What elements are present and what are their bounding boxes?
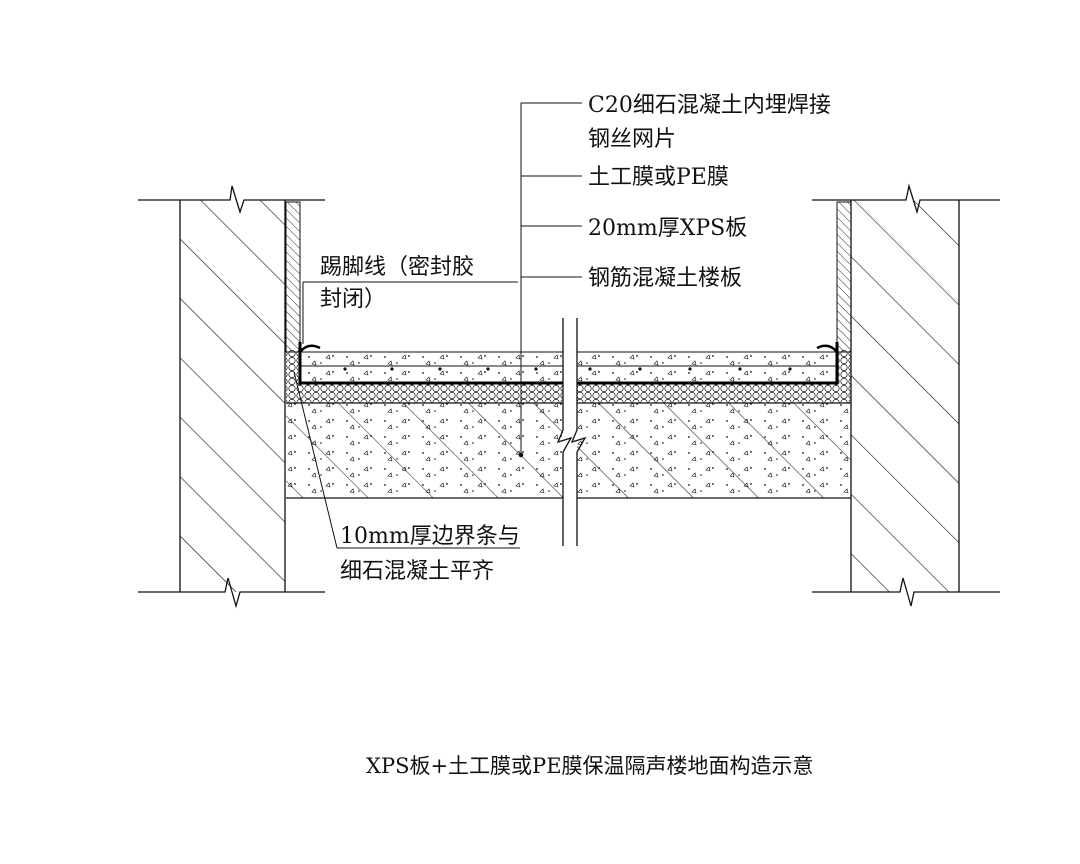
drawing-caption: XPS板+土工膜或PE膜保温隔声楼地面构造示意 — [366, 754, 814, 778]
label-membrane: 土工膜或PE膜 — [588, 165, 729, 190]
label-edge-strip-2: 细石混凝土平齐 — [340, 559, 494, 584]
edge-strip-left — [285, 201, 301, 353]
edge-strip-right — [836, 201, 852, 353]
label-skirting-1: 踢脚线（密封胶 — [320, 255, 474, 280]
label-skirting-2: 封闭） — [320, 287, 386, 312]
left-wall — [138, 185, 325, 609]
label-mesh-concrete-1: C20细石混凝土内埋焊接 — [588, 93, 831, 118]
label-edge-strip-1: 10mm厚边界条与 — [340, 524, 520, 549]
leader-lines — [293, 102, 582, 549]
label-xps-board: 20mm厚XPS板 — [588, 216, 747, 241]
label-rc-slab: 钢筋混凝土楼板 — [588, 266, 742, 291]
label-mesh-concrete-2: 钢丝网片 — [588, 127, 676, 152]
mesh-dots — [343, 367, 792, 371]
break-line — [556, 318, 587, 546]
